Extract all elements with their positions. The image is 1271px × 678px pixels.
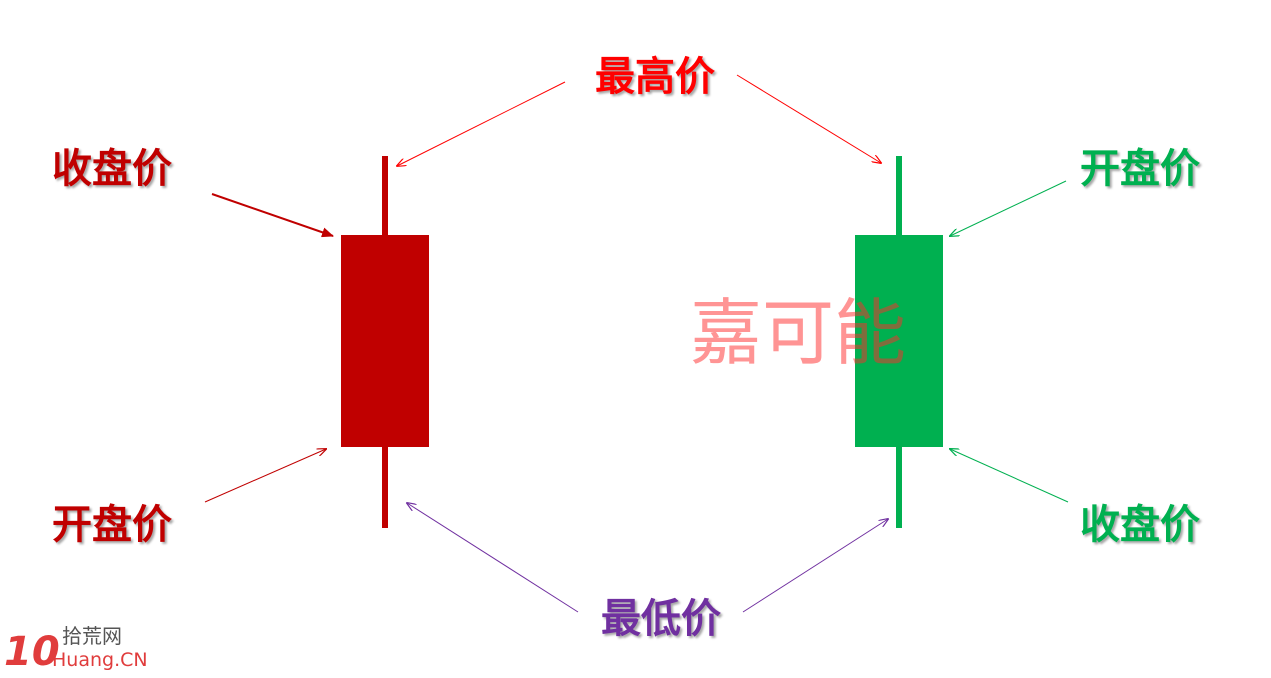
arrow-red-open [204,449,326,503]
logo-cn: 拾荒网 [62,624,122,648]
label-red-close: 收盘价 [52,146,172,192]
logo-number: 10 [4,629,60,675]
logo-en: Huang.CN [52,649,148,671]
label-green-close: 收盘价 [1080,502,1200,548]
arrow-high-right [736,74,881,163]
label-low: 最低价 [601,596,721,642]
watermark: 嘉可能 [690,291,906,375]
arrow-green-close [950,449,1069,503]
label-green-open: 开盘价 [1080,146,1200,192]
arrow-red-close [211,193,334,238]
arrow-low-right [742,519,888,613]
arrow-green-open [950,180,1067,236]
arrow-low-left [407,503,579,613]
arrow-high-left [397,81,566,166]
label-red-open: 开盘价 [52,502,172,548]
label-high: 最高价 [595,54,715,100]
bullish-candle [341,156,429,528]
site-logo: 10 拾荒网 Huang.CN [4,624,148,675]
bearish-candle [855,156,943,528]
bullish-body [341,235,429,447]
bearish-body [855,235,943,447]
